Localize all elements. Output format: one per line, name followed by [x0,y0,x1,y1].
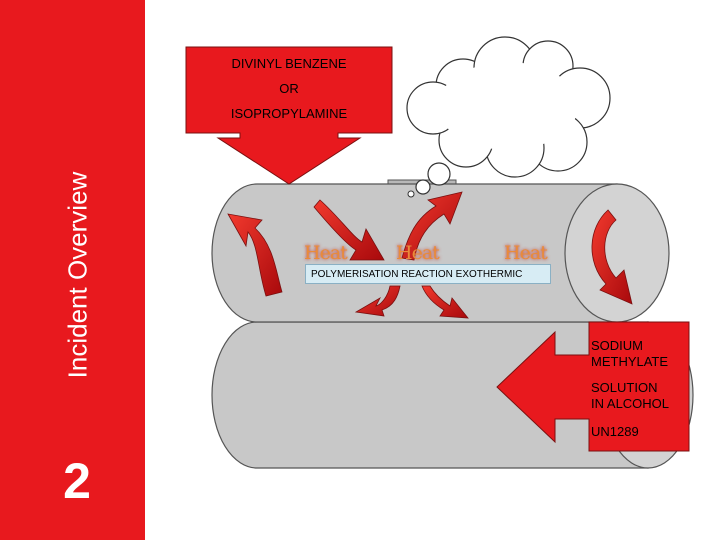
side-chemical-line1: SODIUM [591,338,643,353]
side-chemical-line4: IN ALCOHOL [591,396,670,411]
reaction-label: POLYMERISATION REACTION EXOTHERMIC [305,264,551,284]
circulation-arrow-left [227,213,283,297]
sidebar-panel: Incident Overview 2 [0,0,145,540]
cloud-bubble-medium [415,179,431,195]
circulation-arrow-inner-right [401,191,463,261]
top-chemical-line2: OR [279,81,299,96]
heat-label-3: Heat [504,242,548,264]
top-chemical-line3: ISOPROPYLAMINE [230,106,348,121]
side-chemical-callout [496,321,690,452]
cloud-bubble-large [427,162,451,186]
circulation-arrow-lower-left [354,285,401,317]
vapour-cloud [406,36,611,178]
side-chemical-line3: SOLUTION [591,380,658,395]
side-chemical-line5: UN1289 [591,424,639,439]
circulation-arrow-lower-right [421,285,469,319]
side-chemical-line2: METHYLATE [591,354,669,369]
cloud-bubble-small [407,190,415,198]
top-chemical-line1: DIVINYL BENZENE [231,56,347,71]
heat-label-2: Heat [396,242,440,264]
slide-number: 2 [63,453,91,509]
top-chemical-callout [185,46,393,185]
heat-label-1: Heat [304,242,348,264]
circulation-arrow-inner-left [313,199,385,261]
circulation-arrow-right [591,209,633,305]
